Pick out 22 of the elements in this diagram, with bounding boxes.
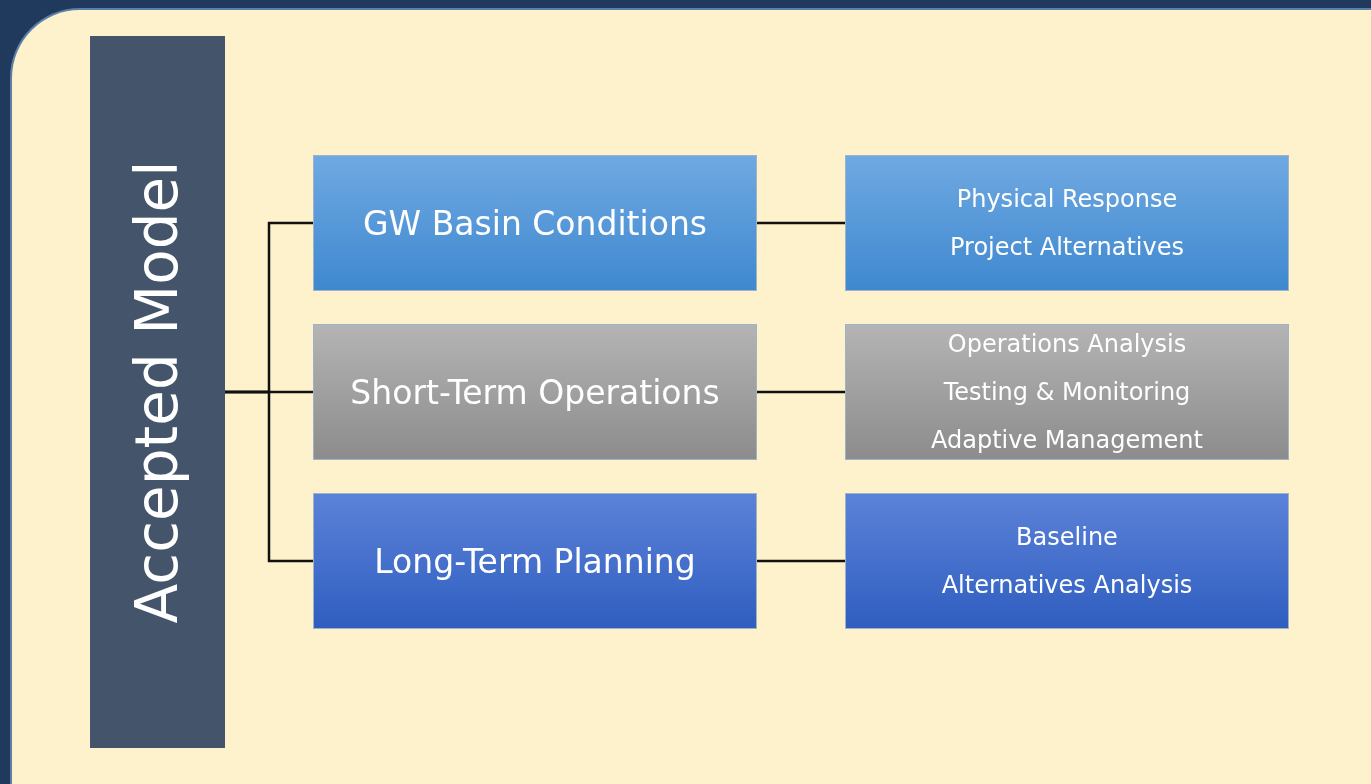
item-text: Alternatives Analysis: [941, 570, 1193, 601]
category-label: Long-Term Planning: [374, 541, 696, 581]
item-text: Physical Response: [956, 184, 1178, 215]
category-box: [313, 493, 757, 629]
item-text: Operations Analysis: [947, 329, 1187, 360]
item-text: Project Alternatives: [950, 232, 1184, 263]
detail-box: [845, 324, 1289, 460]
vertical-title: Accepted Model: [123, 160, 192, 624]
category-box: [313, 324, 757, 460]
item-text: Testing & Monitoring: [943, 377, 1191, 408]
title-bar: [90, 36, 225, 748]
item-text: Baseline: [1016, 522, 1118, 553]
category-label: GW Basin Conditions: [363, 203, 707, 243]
connector-line: [225, 390, 313, 563]
detail-box: [845, 155, 1289, 291]
connector-line: [757, 221, 845, 225]
connector-line: [757, 559, 845, 563]
category-label: Short-Term Operations: [350, 372, 720, 412]
category-box: [313, 155, 757, 291]
item-text: Adaptive Management: [931, 425, 1203, 456]
detail-box: [845, 493, 1289, 629]
connector-line: [757, 390, 845, 394]
